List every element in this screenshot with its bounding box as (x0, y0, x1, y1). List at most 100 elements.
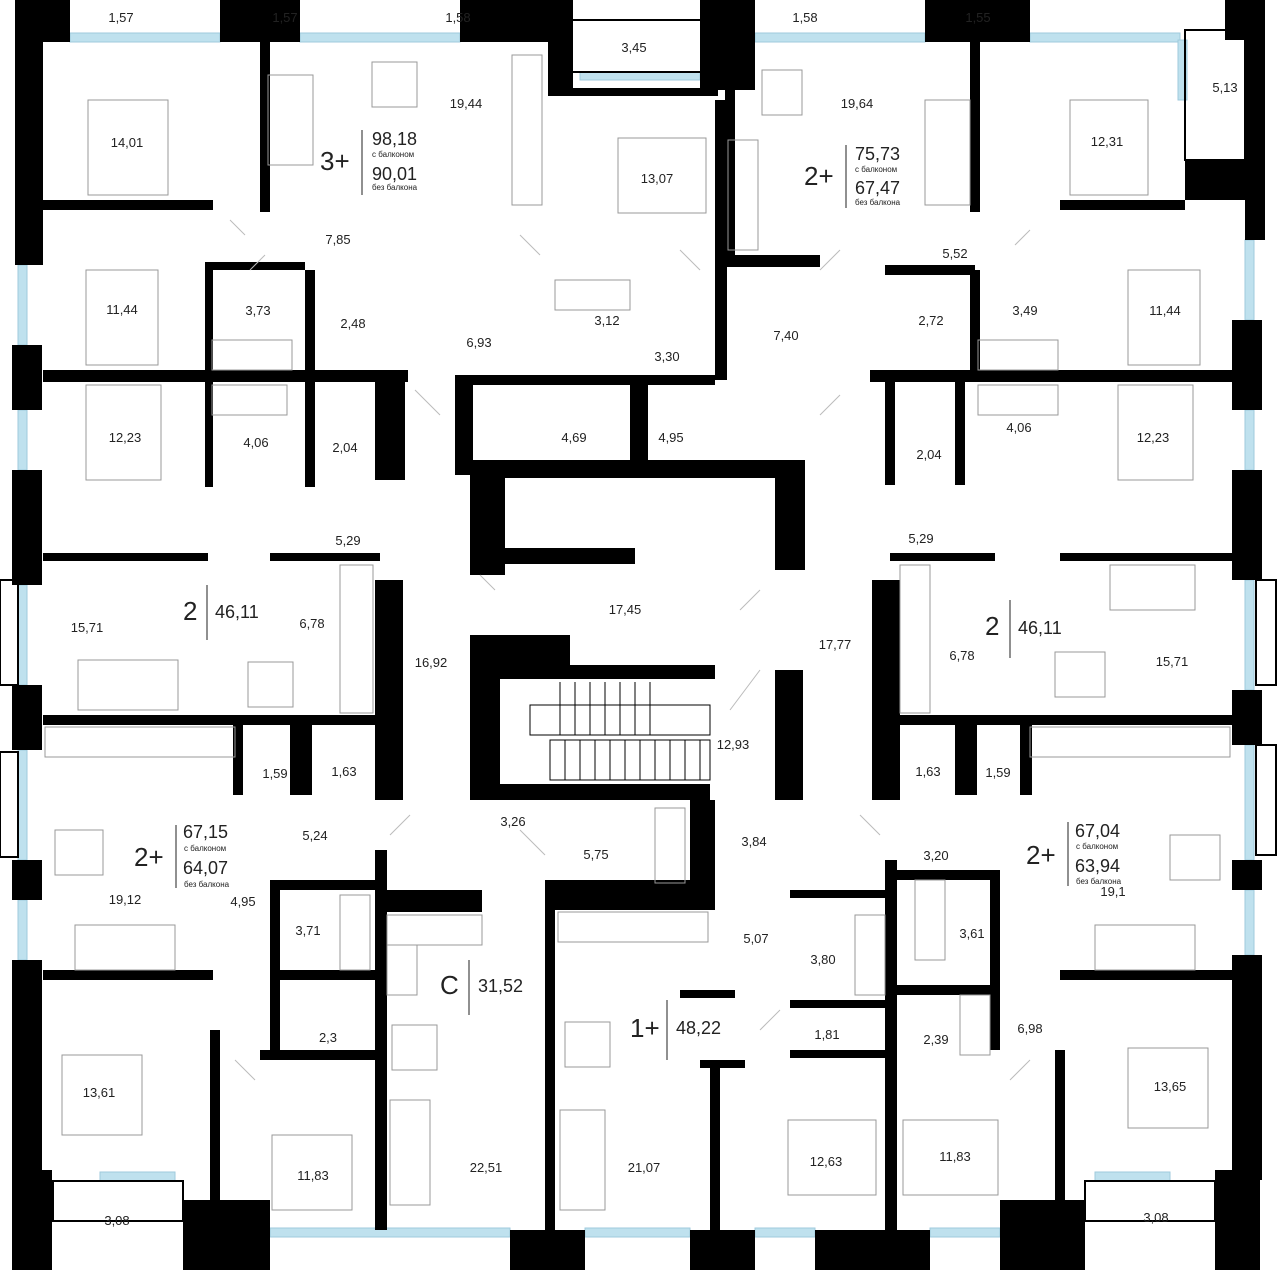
room-area-label: 11,44 (106, 302, 138, 317)
wall (270, 880, 280, 1060)
room-area-label: 17,77 (819, 637, 852, 652)
table-icon (761, 69, 803, 116)
wall (1232, 690, 1262, 745)
window (584, 1227, 691, 1238)
table-icon (371, 61, 418, 108)
apartment-labels: 3+ 98,18 с балконом 90,01 без балкона 2+… (134, 129, 1122, 1060)
table-icon (391, 1024, 438, 1071)
apartment-type: 1+ (630, 1013, 660, 1043)
wall (790, 890, 885, 898)
wall (290, 725, 312, 795)
wall (470, 460, 505, 575)
wall (897, 870, 997, 880)
room-area-label: 11,83 (939, 1149, 971, 1164)
wall (630, 385, 648, 460)
door-swing (519, 829, 546, 856)
bathtub-icon (554, 279, 631, 311)
apartment-area-note: с балконом (1076, 842, 1118, 851)
window (929, 1227, 1001, 1238)
bathtub-icon (339, 894, 371, 971)
apartment-area-note: без балкона (855, 198, 901, 207)
wall (455, 375, 473, 475)
bed-icon (87, 99, 169, 196)
apartment-area-note: без балкона (1076, 877, 1122, 886)
wall (205, 262, 213, 374)
wall (1000, 1200, 1085, 1270)
wall (1232, 955, 1262, 1180)
window (1029, 32, 1181, 43)
wall (545, 880, 715, 910)
wall (43, 553, 208, 561)
staircase (529, 682, 711, 781)
kitchen-counter (386, 944, 418, 996)
wall (205, 262, 305, 270)
room-area-label: 12,31 (1091, 134, 1124, 149)
apartment-area-alt: 64,07 (183, 858, 228, 878)
room-area-label: 6,93 (466, 335, 491, 350)
kitchen-counter (511, 54, 543, 206)
wall (715, 100, 727, 380)
room-area-label: 7,85 (325, 232, 350, 247)
window (269, 1227, 511, 1238)
room-area-label: 15,71 (71, 620, 104, 635)
wall (233, 725, 243, 795)
wall (955, 380, 965, 485)
bathtub-icon (977, 384, 1059, 416)
wall (925, 0, 1030, 42)
wall (270, 970, 375, 980)
apartment-area-note: с балконом (372, 150, 414, 159)
wall (305, 382, 315, 487)
balconies (0, 19, 1277, 1222)
bed-icon (85, 269, 159, 366)
room-area-label: 1,58 (792, 10, 817, 25)
apartment-area: 75,73 (855, 144, 900, 164)
apartment-area-note: с балконом (184, 844, 226, 853)
room-area-label: 1,63 (915, 764, 940, 779)
stair-flight (549, 739, 711, 781)
window (754, 1227, 816, 1238)
wall (970, 42, 980, 212)
wall (43, 715, 388, 725)
door-swing (859, 814, 881, 836)
wall (1060, 970, 1232, 980)
door-swing (249, 254, 266, 271)
wall (375, 580, 403, 800)
wall (1185, 160, 1245, 200)
fixtures (44, 54, 1231, 1211)
bed-icon (1127, 269, 1201, 366)
apartment-area-note: с балконом (855, 165, 897, 174)
kitchen-counter (339, 564, 374, 714)
door-swing (679, 249, 701, 271)
wall (470, 635, 500, 800)
room-area-label: 1,57 (108, 10, 133, 25)
bed-icon (61, 1054, 143, 1136)
wall (548, 0, 573, 90)
door-swing (819, 249, 841, 271)
room-area-label: 4,69 (561, 430, 586, 445)
room-area-label: 2,48 (340, 316, 365, 331)
wall (455, 375, 715, 385)
room-area-label: 12,23 (1137, 430, 1170, 445)
window (17, 409, 28, 471)
wall (775, 670, 803, 800)
balcony (0, 751, 19, 858)
windows (17, 32, 1255, 1238)
room-area-label: 3,61 (959, 926, 984, 941)
table-icon (1054, 651, 1106, 698)
bathtub-icon (959, 994, 991, 1056)
wall (270, 880, 375, 890)
room-area-label: 5,52 (942, 246, 967, 261)
room-area-label: 1,58 (445, 10, 470, 25)
apartment-area: 98,18 (372, 129, 417, 149)
window (69, 32, 221, 43)
wall (270, 553, 380, 561)
wall (725, 255, 820, 267)
room-area-label: 19,1 (1100, 884, 1125, 899)
apartment-type: С (440, 970, 459, 1000)
wall (12, 345, 42, 410)
room-area-label: 16,92 (415, 655, 448, 670)
sofa-icon (74, 924, 176, 971)
wall (183, 1200, 270, 1270)
apartment-area: 31,52 (478, 976, 523, 996)
wall (510, 1230, 585, 1270)
